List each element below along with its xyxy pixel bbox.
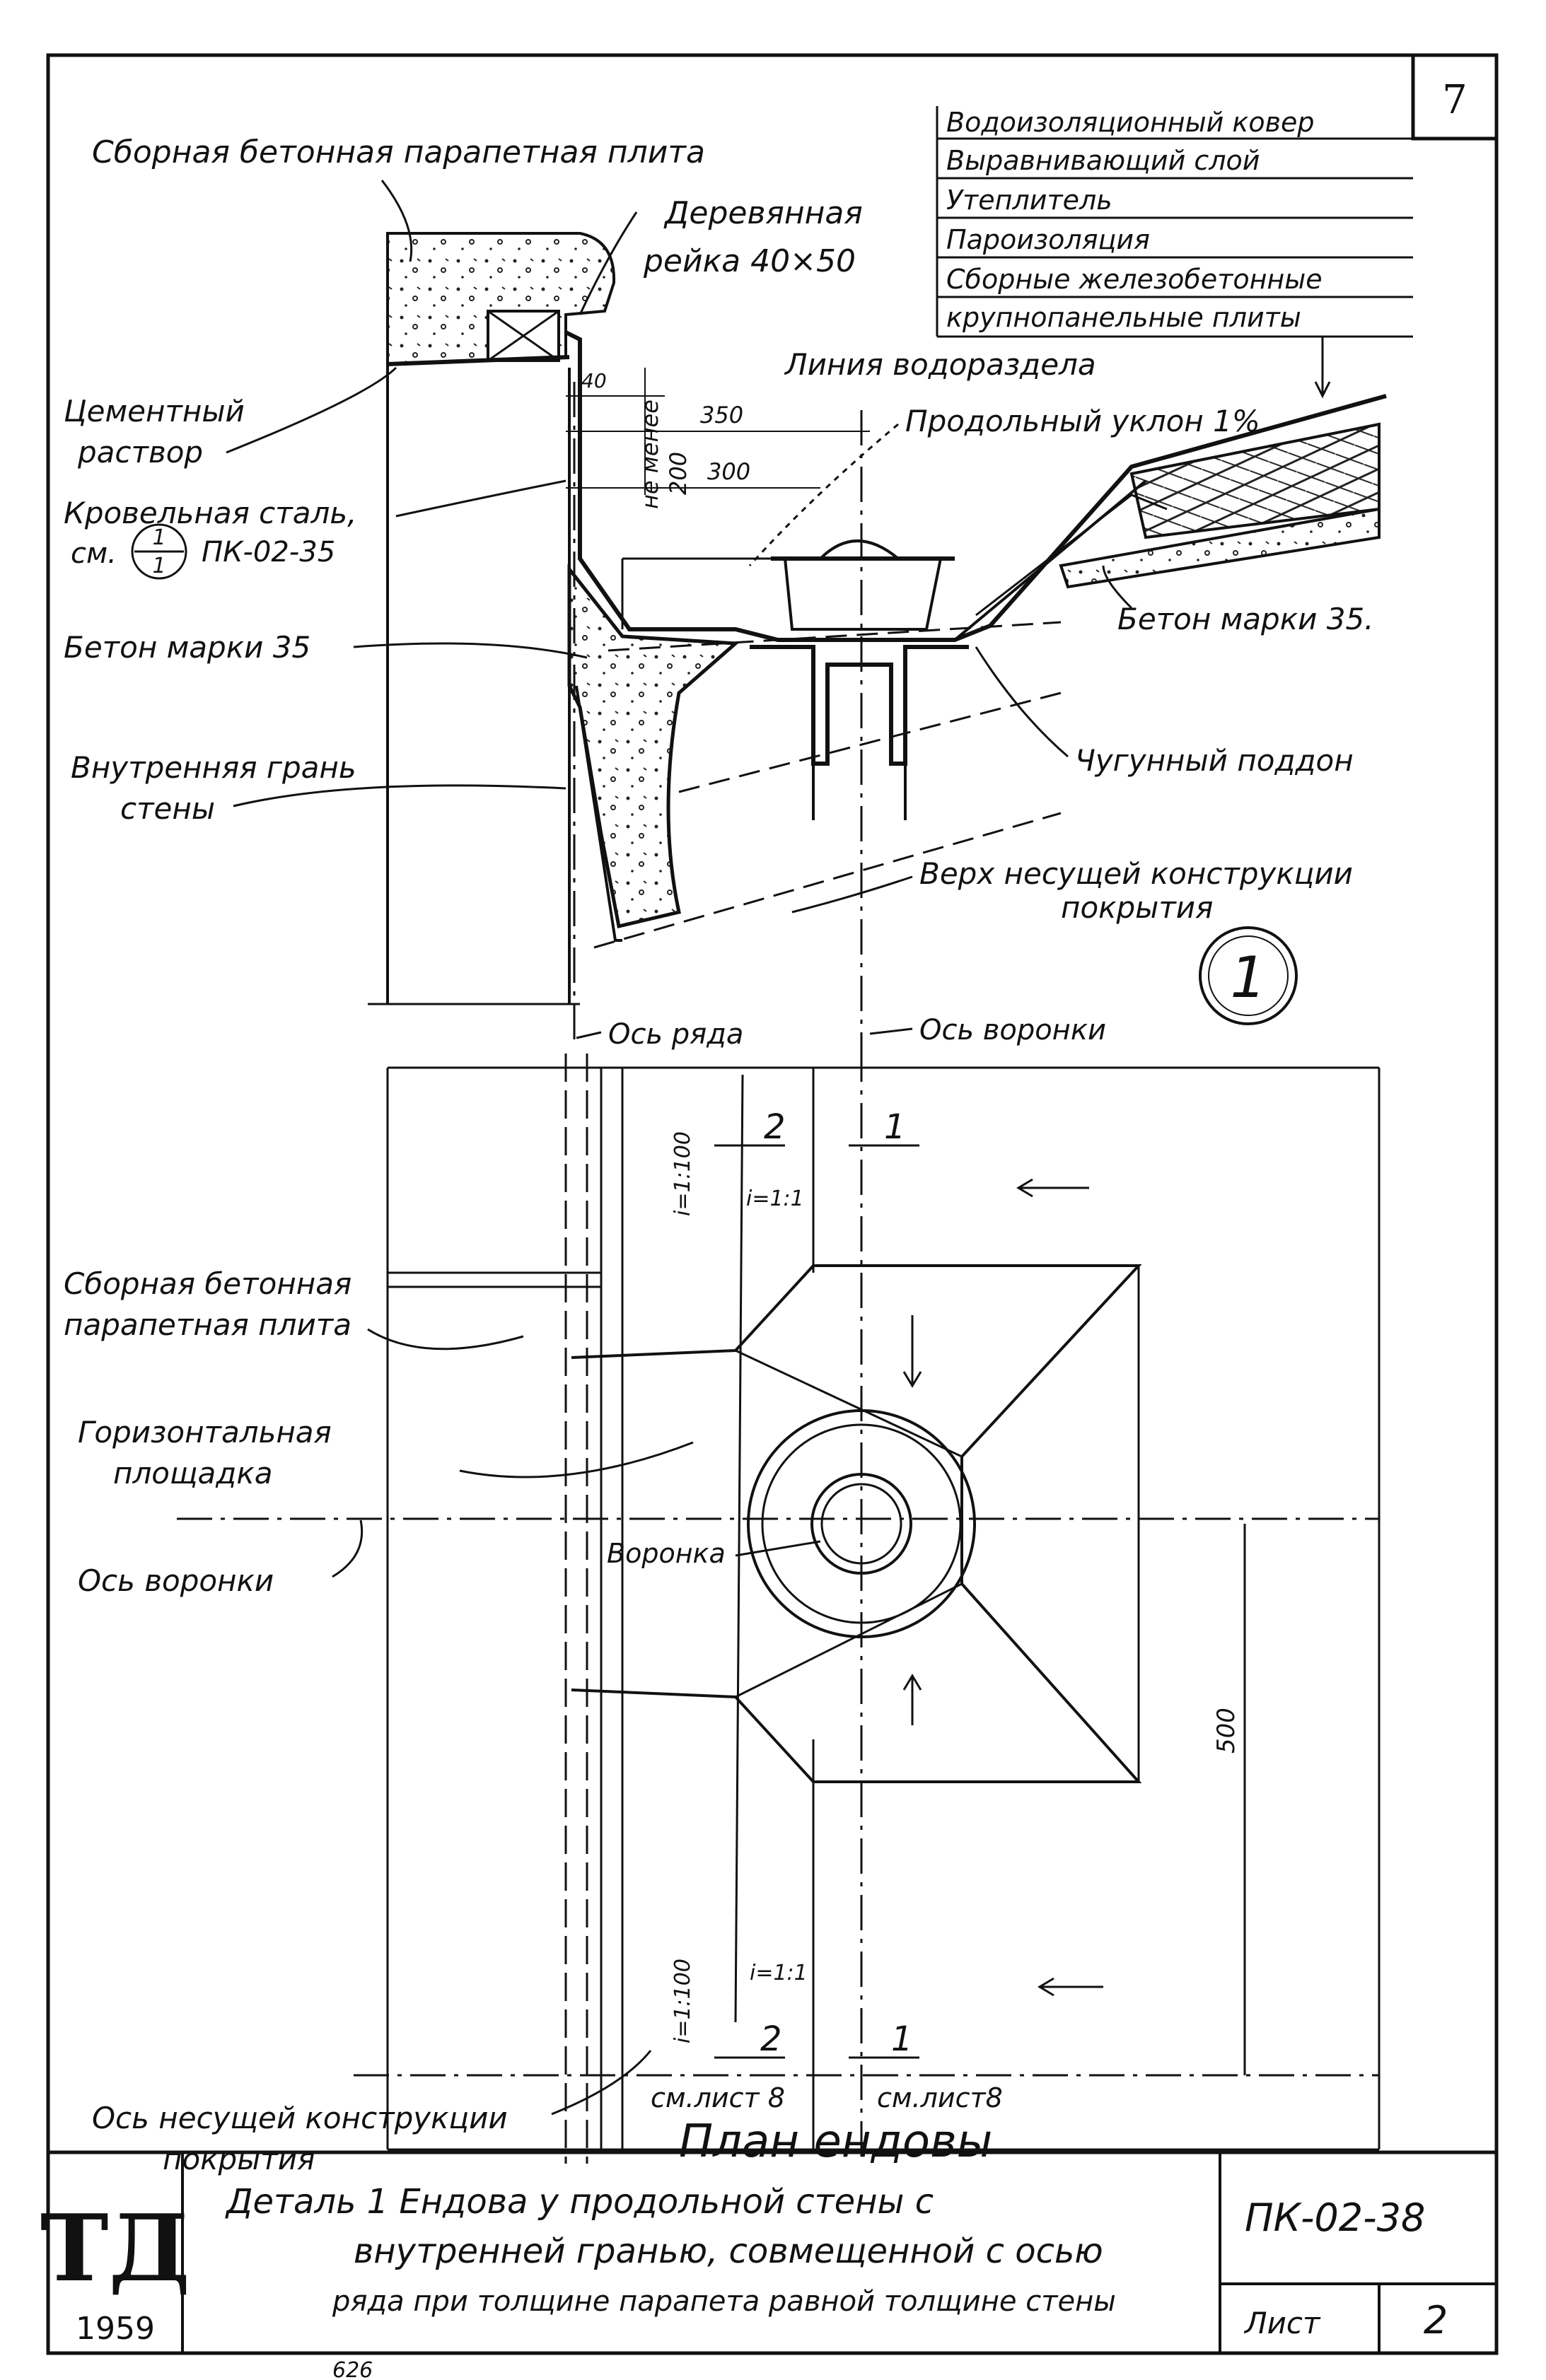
- label-parapet-2: парапетная плита: [64, 1307, 351, 1342]
- label-watershed: Линия водораздела: [784, 347, 1096, 382]
- layer-1: Водоизоляционный ковер: [946, 107, 1315, 138]
- callout-circle: [131, 523, 187, 580]
- section-drawing: 40 350 300 не менее 200 Сборная бетонная…: [64, 134, 1387, 1046]
- label-mortar-2: раствор: [77, 435, 203, 469]
- label-funnel-axis-top: Ось воронки: [919, 1014, 1106, 1046]
- section-mark-2-bottom: 2: [760, 2019, 782, 2059]
- funnel-inner: [810, 1473, 912, 1575]
- label-wood-strip-2: рейка 40×50: [643, 243, 856, 279]
- label-structure-axis-1: Ось несущей конструкции: [92, 2101, 508, 2135]
- label-cast-iron-tray: Чугунный поддон: [1075, 743, 1354, 778]
- label-structure-axis-2: покрытия: [163, 2142, 315, 2176]
- roof-slab: [1059, 507, 1381, 589]
- label-top-structure-1: Верх несущей конструкции: [919, 856, 1353, 891]
- detail-marker-number: 1: [1231, 945, 1267, 1010]
- label-top-structure-2: покрытия: [1061, 890, 1213, 925]
- layer-3: Утеплитель: [946, 185, 1112, 216]
- callout-bottom: 1: [152, 554, 165, 578]
- label-platform-2: площадка: [113, 1456, 272, 1491]
- layer-5: Сборные железобетонные: [946, 264, 1323, 295]
- funnel-section: [783, 557, 943, 631]
- label-roof-steel-ref: ПК-02-35: [202, 536, 335, 568]
- label-wood-strip-1: Деревянная: [663, 195, 863, 231]
- label-concrete-right: Бетон марки 35.: [1117, 602, 1374, 636]
- title-block: ТД 1959 Деталь 1 Ендова у продольной сте…: [40, 2150, 1496, 2380]
- label-funnel: Воронка: [607, 1538, 726, 1569]
- label-row-axis: Ось ряда: [608, 1018, 743, 1051]
- dim-min-value: 200: [665, 452, 692, 495]
- label-slope: Продольный уклон 1%: [905, 404, 1260, 438]
- label-funnel-axis-left: Ось воронки: [78, 1563, 274, 1598]
- funnel-outer: [747, 1409, 976, 1638]
- footer-note: 626: [332, 2358, 373, 2380]
- slope-bottom-right: i=1:1: [750, 1961, 808, 1985]
- cast-iron-tray: [750, 645, 969, 766]
- sheet-number: 7: [1442, 77, 1467, 123]
- label-parapet: Сборная бетонная парапетная плита: [92, 134, 705, 170]
- dim-350: 350: [700, 402, 743, 428]
- label-inner-face-2: стены: [120, 791, 215, 826]
- plan-drawing: Ось ряда Ось воронки: [64, 1014, 1381, 2176]
- section-mark-1-top: 1: [884, 1107, 906, 1147]
- title-description-3: ряда при толщине парапета равной толщине…: [332, 2285, 1116, 2318]
- label-inner-face-1: Внутренняя грань: [71, 750, 356, 785]
- plan-title: План ендовы: [679, 2116, 992, 2168]
- label-mortar-1: Цементный: [64, 394, 245, 428]
- label-platform-1: Горизонтальная: [78, 1415, 332, 1449]
- slope-bottom-left: i=1:100: [670, 1959, 695, 2043]
- layer-2: Выравнивающий слой: [946, 145, 1260, 176]
- slope-top-right: i=1:1: [746, 1186, 804, 1211]
- slope-top-left: i=1:100: [670, 1131, 695, 1216]
- label-roof-steel-see: см.: [71, 537, 117, 570]
- dim-300: 300: [707, 458, 750, 485]
- dim-40: 40: [581, 369, 607, 392]
- label-concrete-left: Бетон марки 35: [64, 630, 310, 665]
- layers-table: Водоизоляционный ковер Выравнивающий сло…: [936, 106, 1413, 399]
- layer-6: крупнопанельные плиты: [946, 302, 1301, 333]
- sheet-frame: 7: [46, 53, 1499, 2355]
- see-sheet-b: см.лист8: [877, 2082, 1003, 2113]
- title-sheet-label: Лист: [1243, 2306, 1321, 2340]
- title-year: 1959: [76, 2311, 155, 2347]
- see-sheet-a: см.лист 8: [651, 2082, 785, 2113]
- dim-500: 500: [1212, 1708, 1240, 1754]
- title-description-2: внутренней гранью, совмещенной с осью: [354, 2232, 1103, 2271]
- section-mark-1-bottom: 1: [891, 2019, 913, 2059]
- concrete-fill-left: [567, 564, 740, 929]
- section-mark-2-top: 2: [764, 1107, 786, 1147]
- valley-outline: [571, 1264, 1142, 1783]
- label-roof-steel: Кровельная сталь,: [64, 496, 356, 530]
- title-sheet-value: 2: [1424, 2298, 1448, 2343]
- dim-min-label: не менее: [637, 399, 663, 509]
- title-description-1: Деталь 1 Ендова у продольной стены с: [225, 2182, 934, 2222]
- logo: ТД: [40, 2194, 190, 2302]
- detail-marker: [1199, 926, 1298, 1025]
- title-code: ПК-02-38: [1245, 2195, 1425, 2240]
- callout-top: 1: [152, 525, 165, 550]
- label-parapet-1: Сборная бетонная: [64, 1266, 351, 1301]
- layer-4: Пароизоляция: [946, 224, 1150, 255]
